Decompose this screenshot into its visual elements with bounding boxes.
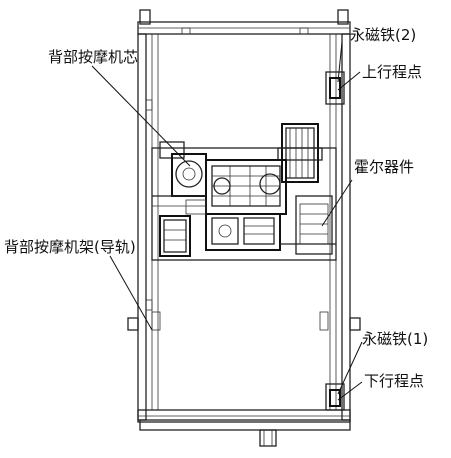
label-lower-travel-point: 下行程点 <box>364 372 424 390</box>
magnet-2 <box>325 71 345 105</box>
label-magnet-2: 永磁铁(2) <box>350 26 416 44</box>
label-upper-travel-point: 上行程点 <box>362 63 422 81</box>
massage-core <box>151 123 337 261</box>
leader-lines <box>91 41 363 401</box>
label-massage-core: 背部按摩机芯 <box>48 48 138 66</box>
label-hall-device: 霍尔器件 <box>354 158 414 176</box>
label-massage-frame-rail: 背部按摩机架(导轨) <box>4 238 136 256</box>
rail-slots <box>151 311 329 331</box>
label-magnet-1: 永磁铁(1) <box>362 330 428 348</box>
